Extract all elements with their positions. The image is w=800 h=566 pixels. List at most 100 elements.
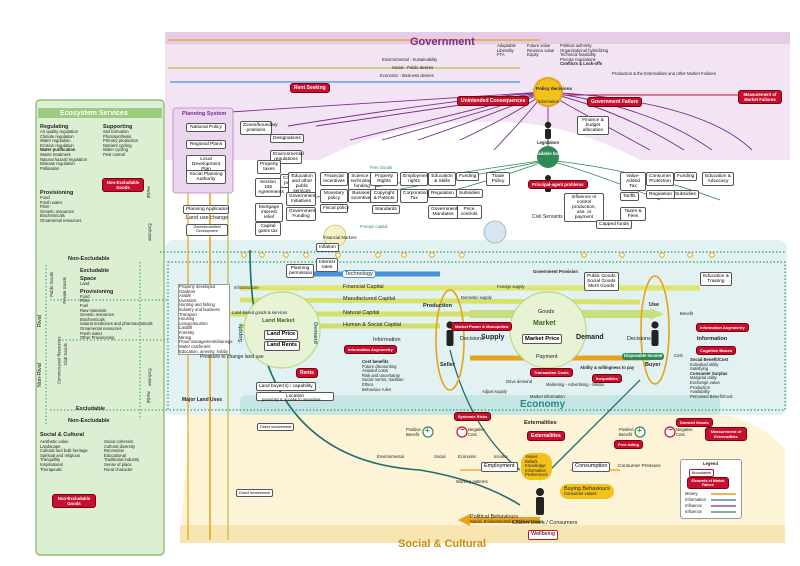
mortgage-relief: Mortgage interest relief <box>255 203 283 223</box>
space-item: natural medicines and pharmaceuticals <box>80 321 153 327</box>
exclusion-label: Exclusion <box>147 223 153 242</box>
major-land-uses: Major Land Uses <box>182 397 223 403</box>
legend-money-label: Money <box>685 491 698 496</box>
buying-behaviours: Buying Behaviours Consumer values <box>560 484 614 499</box>
legend-row-money: Money <box>685 491 698 497</box>
space-item: Ornamental resources <box>80 325 122 331</box>
employment-rights: Employment rights <box>400 172 430 187</box>
designations: Designations <box>270 134 304 144</box>
land-market: Land Market <box>262 318 295 324</box>
land-use-item: Arable <box>179 293 192 299</box>
values-block: Values Beliefs Knowledge Information Pre… <box>521 453 552 481</box>
citizens: Citizen Users / Consumers <box>512 520 578 526</box>
market-information: Market information <box>530 394 565 399</box>
benefit-item: Marginal utility <box>690 375 717 381</box>
foreign-capital: Foreign capital <box>360 224 388 229</box>
political-note: Organizational hybridizing <box>560 47 609 53</box>
land-use-item: Industry and business <box>179 307 220 313</box>
neg-cost-right: Negative Cost <box>676 427 693 437</box>
property-taxes: Property taxes <box>257 160 281 175</box>
cost-item: Behaviour rules <box>362 386 392 392</box>
domestic-supply: Domestic supply <box>461 295 492 300</box>
political-note: Political authority <box>560 43 592 48</box>
education-skills: Education & Skills <box>428 172 456 187</box>
exclusion-label-2: Exclusion <box>147 368 153 387</box>
market: Market <box>533 320 556 327</box>
social-items-left: Aesthetic value Landscape Cultural and b… <box>40 439 98 472</box>
gov-mandates: Government Mandates <box>428 205 458 220</box>
supporting-title: Supporting <box>103 124 133 130</box>
provisioning-item: Fibre <box>40 204 50 210</box>
future-note: Future value <box>527 43 551 48</box>
copyright-patents: Copyright & Patents <box>370 189 398 204</box>
planning-permission: Planning permission <box>286 264 314 279</box>
financial-capital: Financial Capital <box>343 284 384 290</box>
gov-initiatives: Government Initiatives <box>286 192 316 207</box>
gov-note: Liberality <box>497 47 514 53</box>
land-use-change: Land use change <box>186 215 229 221</box>
greenbelt: Green/brownfield Development <box>186 224 228 236</box>
demerit-goods: Demerit Goods <box>676 418 713 427</box>
education-advocacy: Education & Advocacy <box>702 172 734 187</box>
land-use-item: Education, amenity, hobby <box>179 348 229 354</box>
available-budget: Available budget <box>533 151 568 156</box>
legend-title: Legend <box>703 461 718 466</box>
ecosystem-title: Ecosystem Services <box>60 110 128 117</box>
social-item: Recreation <box>104 448 125 454</box>
transaction-costs: Transaction Costs <box>530 368 573 377</box>
excludable-label: Excludable <box>80 268 110 274</box>
regulation: Regulation <box>428 189 457 199</box>
adjust-supply: Adjust supply <box>482 389 507 394</box>
supporting-item: Pest control <box>103 152 126 158</box>
non-excludable-goods-eco: Non-Excludable Goods <box>102 178 144 192</box>
neg-cost-left: Negative Cost <box>468 427 485 437</box>
provisioning-econ-title: Provisioning <box>80 288 114 295</box>
social-item: Tranquillity <box>40 457 61 463</box>
externalities-box: Externalities <box>527 431 565 441</box>
planning-social: Social Planning Authority <box>186 170 226 185</box>
social-item: Social cohesion <box>104 439 134 444</box>
fiscal-policy: Fiscal policy <box>320 204 349 214</box>
land-use-item: Landfill <box>179 325 193 331</box>
social-cultural-panel: Social & Cultural <box>40 432 160 438</box>
land-use-item: Housing <box>179 316 195 322</box>
economic-business: Economic - Business desires <box>380 73 434 78</box>
unintended-consequences: Unintended Consequences <box>457 96 530 106</box>
provisioning-item: Food <box>40 195 50 201</box>
social-item: Landscape <box>40 443 61 449</box>
information-buyer: Information <box>697 336 728 342</box>
gov-note: Adaptable <box>497 43 516 48</box>
social-panel-title: Social & Cultural <box>40 432 85 438</box>
rent-seeking: Rent Seeking <box>290 83 330 93</box>
land-use-item: Flood management/drainage <box>179 339 233 345</box>
legend-boundaries: Boundaries <box>689 469 715 477</box>
measurement-failures: Measurement of Market Failures <box>738 90 782 104</box>
production: Production <box>423 303 453 309</box>
subsidies: Subsidies <box>456 189 483 199</box>
provisioning-item: Ornamental resources <box>40 218 82 224</box>
ability-willingness: Ability & willingness to pay <box>580 365 635 370</box>
space-item: Biochemicals <box>80 316 105 322</box>
future-notes: Future value Revision value Equity <box>527 43 554 58</box>
pressure-change: Pressure to change land use <box>200 354 264 360</box>
gov-failure: Government Failure <box>587 97 643 107</box>
land-use-item: Livestock <box>179 297 197 303</box>
info-asymmetry: Information Asymmetry <box>344 345 397 354</box>
regulating-item: Water purification <box>40 147 76 153</box>
land-use-item: Forestry <box>179 330 195 336</box>
legend-row-influence: Influence <box>685 503 702 509</box>
disposable-income: Disposable Income <box>622 353 665 360</box>
systemic-risks: Systemic Risks <box>454 412 492 421</box>
social-item: Traditional industry <box>104 457 140 463</box>
supporting-item: Water cycling <box>103 147 128 153</box>
income: Income <box>494 454 508 459</box>
supporting-list: Supporting Soil formation Photosynthesis… <box>103 124 158 158</box>
social-goods-2: Social Goods <box>587 279 616 285</box>
ext-environmental: Environmental <box>377 454 404 459</box>
benefit-item: Availability <box>690 389 710 395</box>
costs-list: Cost benefits Future discounting Avoided… <box>362 359 403 392</box>
human-social-capital: Human & Social Capital <box>343 322 402 328</box>
cost-item: Risk and uncertainty <box>362 372 400 378</box>
regulating-item: Climate regulation <box>40 133 74 139</box>
